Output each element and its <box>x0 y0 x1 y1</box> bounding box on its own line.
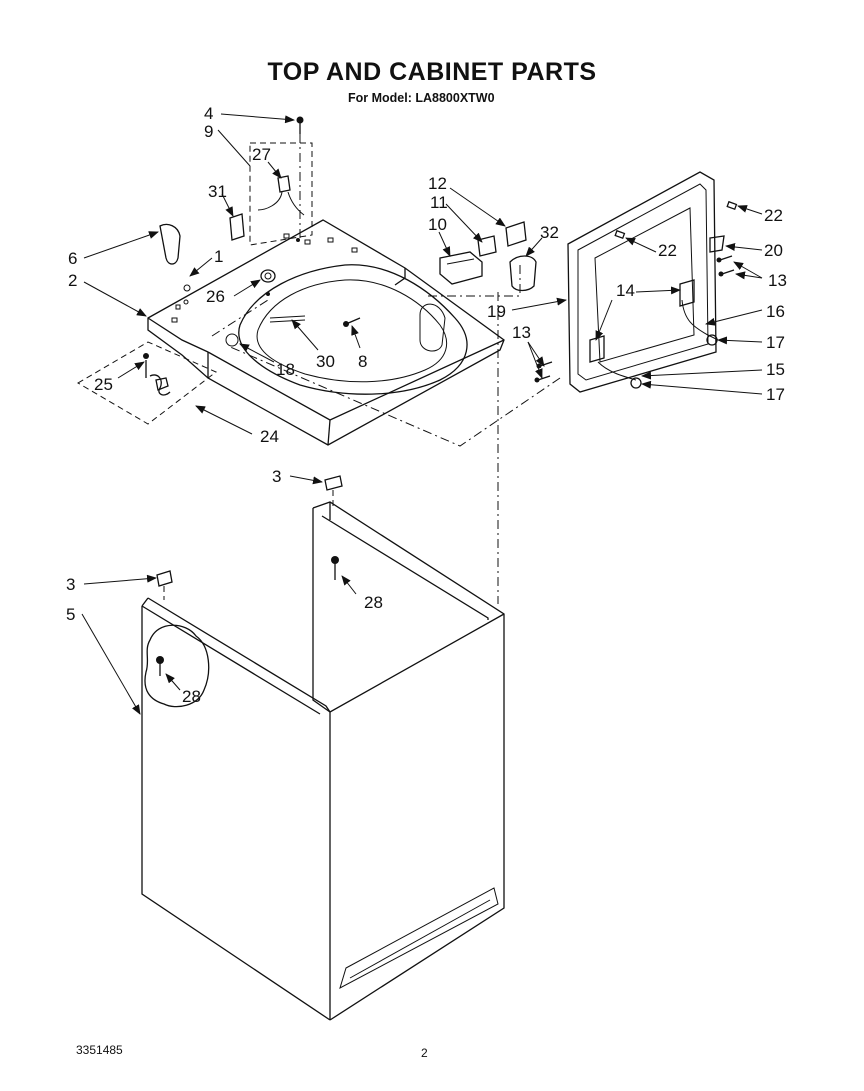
callout-6: 6 <box>68 249 77 268</box>
callout-2: 2 <box>68 271 77 290</box>
callout-32: 32 <box>540 223 559 242</box>
callout-3-upper: 3 <box>272 467 281 486</box>
callout-8: 8 <box>358 352 367 371</box>
callout-15: 15 <box>766 360 785 379</box>
callout-leaders <box>81 113 763 715</box>
callout-13-left: 13 <box>512 323 531 342</box>
model-subtitle: For Model: LA8800XTW0 <box>348 91 495 105</box>
callout-13-right: 13 <box>768 271 787 290</box>
callout-18: 18 <box>276 360 295 379</box>
cabinet-drawing <box>141 475 505 1021</box>
callout-25: 25 <box>94 375 113 394</box>
assembly-lines <box>211 134 561 604</box>
callout-22-top: 22 <box>764 206 783 225</box>
callout-3-lower: 3 <box>66 575 75 594</box>
callout-20: 20 <box>764 241 783 260</box>
callout-24: 24 <box>260 427 279 446</box>
callout-11: 11 <box>430 193 448 212</box>
callout-labels: 4 9 27 31 6 1 2 26 12 11 10 32 22 22 20 … <box>66 104 787 706</box>
document-number: 3351485 <box>76 1043 123 1057</box>
callout-4: 4 <box>204 104 213 123</box>
callout-19: 19 <box>487 302 506 321</box>
callout-28-lower: 28 <box>182 687 201 706</box>
callout-31: 31 <box>208 182 227 201</box>
callout-17-lower: 17 <box>766 385 785 404</box>
callout-28-upper: 28 <box>364 593 383 612</box>
page-title: TOP AND CABINET PARTS <box>267 58 597 86</box>
callout-17-upper: 17 <box>766 333 785 352</box>
callout-12: 12 <box>428 174 447 193</box>
callout-5: 5 <box>66 605 75 624</box>
callout-9: 9 <box>204 122 213 141</box>
callout-10: 10 <box>428 215 447 234</box>
callout-26: 26 <box>206 287 225 306</box>
callout-14: 14 <box>616 281 635 300</box>
callout-30: 30 <box>316 352 335 371</box>
top-panel-drawing <box>147 142 505 446</box>
lid-drawing <box>534 171 738 393</box>
callout-16: 16 <box>766 302 785 321</box>
small-parts <box>77 116 537 425</box>
callout-27: 27 <box>252 145 271 164</box>
callout-22-inner: 22 <box>658 241 677 260</box>
callout-1: 1 <box>214 247 223 266</box>
page-number: 2 <box>421 1046 428 1060</box>
